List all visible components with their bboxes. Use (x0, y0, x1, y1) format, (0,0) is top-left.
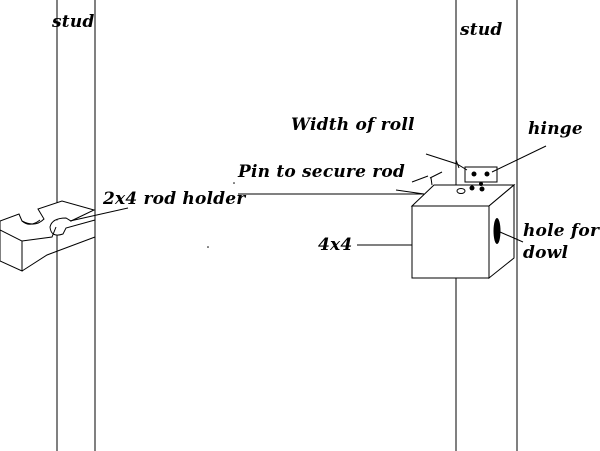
label-stud-right: stud (460, 20, 503, 40)
hinge-screw (479, 182, 483, 186)
hinge-screw (469, 185, 475, 191)
rod-holder-bottom-edge (21, 236, 96, 272)
label-hole-for-dowl: hole for dowl (523, 220, 599, 264)
block-4x4 (410, 183, 516, 280)
hinge-screw (484, 171, 490, 177)
dowl-hole (493, 218, 501, 244)
rod-holder-2x4 (0, 200, 96, 272)
label-stud-left: stud (52, 12, 95, 32)
hinge-plate (464, 166, 498, 192)
block-front-face (411, 205, 490, 279)
hinge-plate-upper (464, 166, 498, 183)
dowl-hole-leader-line (499, 231, 524, 243)
label-pin-to-secure-rod: Pin to secure rod (238, 162, 406, 182)
hinge-leader-line (491, 145, 547, 173)
pin-hole (456, 188, 466, 194)
rod-holder-top-face (0, 200, 96, 236)
rod-holder-side-face (21, 226, 57, 242)
stray-dot (233, 182, 235, 184)
label-hole-for-line: hole for (523, 221, 600, 241)
label-rod-holder: 2x4 rod holder (103, 189, 246, 209)
rod-holder-leader-line (69, 207, 129, 222)
label-width-of-roll: Width of roll (291, 115, 415, 135)
stray-dot (207, 246, 209, 248)
label-hinge: hinge (528, 119, 583, 139)
label-4x4: 4x4 (318, 235, 353, 255)
rod-holder-front-face (0, 221, 23, 272)
hinge-screw (479, 186, 485, 192)
hinge-screw (471, 171, 477, 177)
label-dowl-line: dowl (523, 243, 569, 264)
width-of-roll-marker (429, 171, 443, 186)
width-of-roll-bracket (425, 153, 468, 171)
pin-leader-tick (395, 175, 429, 195)
rod-holder-cradle-curve (21, 219, 41, 225)
